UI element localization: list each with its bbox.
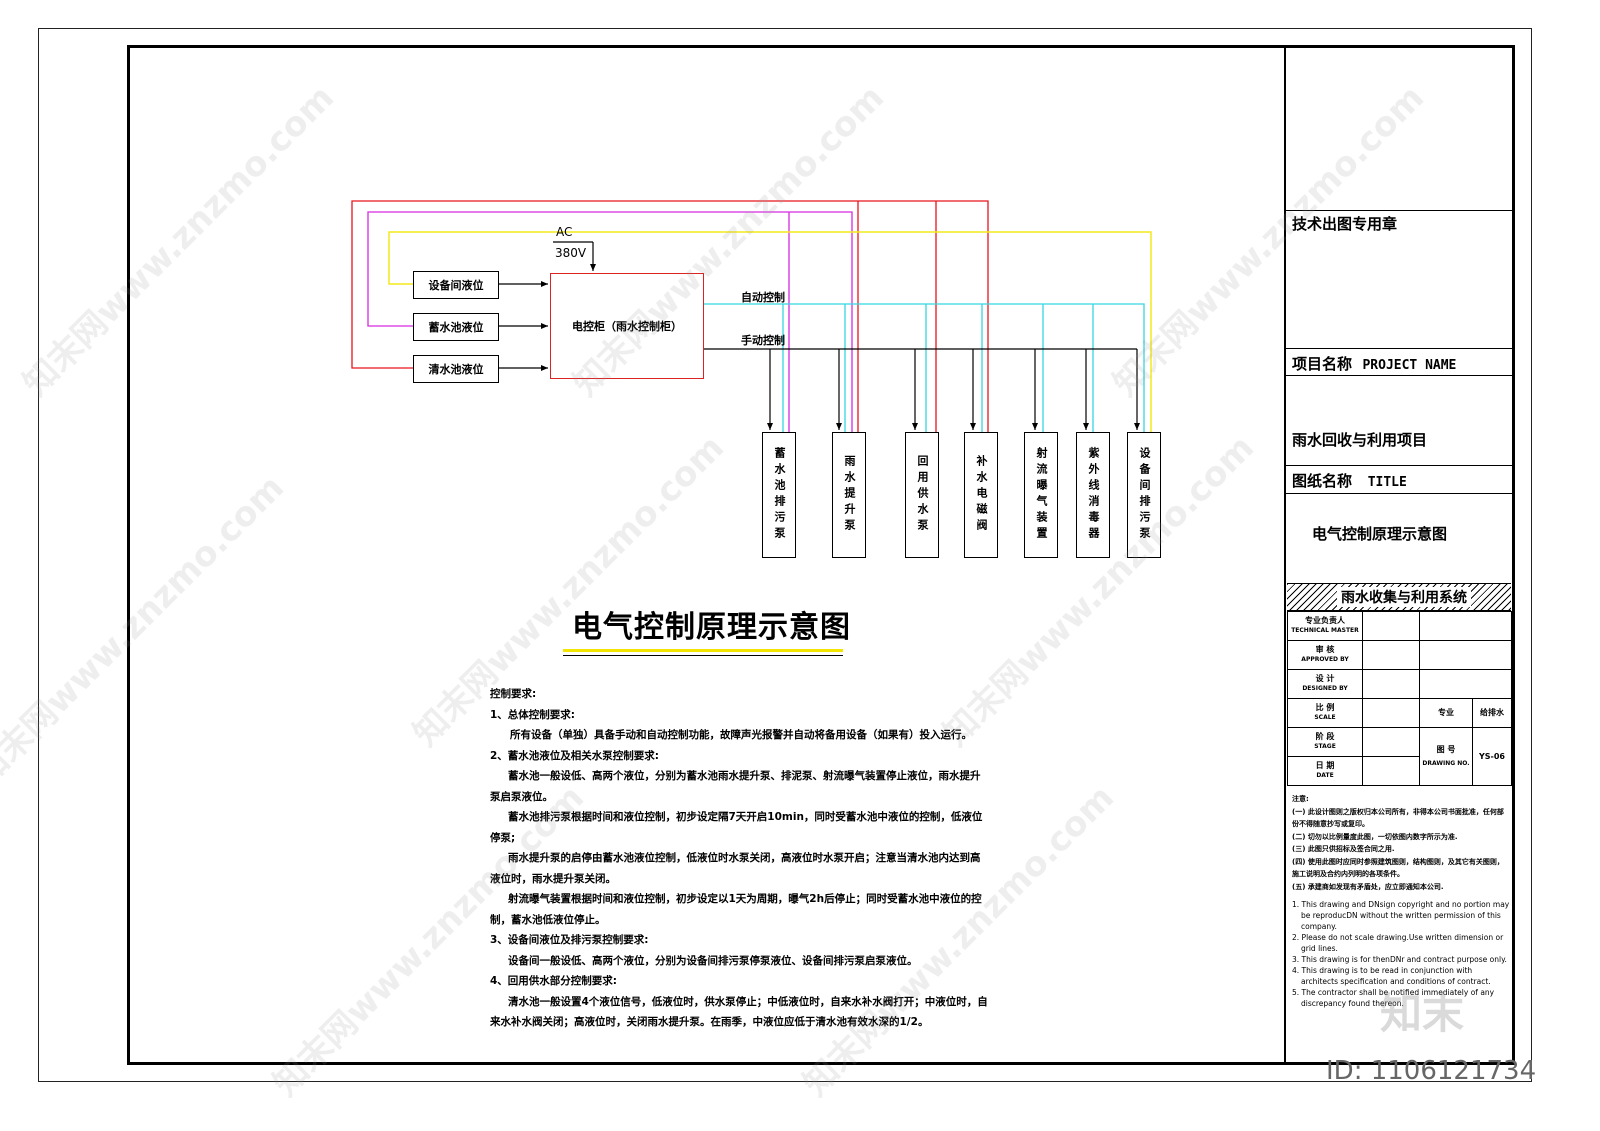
manual-control-label: 手动控制: [741, 334, 785, 347]
notes-text: 雨水提升泵的启停由蓄水池液位控制，低液位时水泵关闭，高液位时水泵开启；注意当清水…: [490, 852, 981, 885]
red-wire: [351, 200, 989, 432]
notes-section-1: 1、总体控制要求:: [490, 708, 576, 721]
control-cabinet-label: 电控柜（雨水控制柜）: [572, 320, 682, 333]
black-wire: [499, 241, 1140, 430]
drawing-frame: [127, 45, 1515, 1065]
divider: [1286, 465, 1514, 466]
sensor-label: 设备间液位: [428, 279, 484, 292]
system-name-banner: 雨水收集与利用系统: [1287, 583, 1511, 611]
sensor-clear-water-tank-level: 清水池液位: [413, 355, 499, 383]
project-label: 项目名称 PROJECT NAME: [1292, 355, 1457, 373]
voltage-label: 380V: [555, 246, 587, 260]
stamp-label: 技术出图专用章: [1292, 215, 1398, 233]
notes-section-4: 4、回用供水部分控制要求:: [490, 975, 618, 987]
notes-heading: 注意:: [1292, 795, 1309, 803]
general-notes: 注意: (一) 此设计图则之版权归本公司所有，非得本公司书面批准，任何部份不得随…: [1292, 793, 1510, 1009]
major-value: 给排水: [1472, 698, 1512, 728]
yellow-wire: [388, 231, 1152, 432]
note-en: 4. This drawing is to be read in conjunc…: [1292, 966, 1491, 986]
device-label: 紫外线消毒器: [1087, 447, 1100, 543]
id-label: ID: 1106121734: [1326, 1056, 1537, 1086]
device-box: 补水电磁阀: [964, 432, 998, 558]
logo: 知末: [1380, 989, 1465, 1038]
ac-label: AC: [556, 225, 573, 239]
device-box: 紫外线消毒器: [1076, 432, 1110, 558]
device-box: 射流曝气装置: [1024, 432, 1058, 558]
notes-title: 控制要求:: [490, 688, 537, 700]
project-name: 雨水回收与利用项目: [1292, 431, 1428, 449]
major-label: 专业: [1419, 698, 1473, 728]
device-label: 回用供水泵: [916, 455, 929, 535]
english-notes: 1. This drawing and DNsign copyright and…: [1292, 899, 1510, 1009]
divider: [1286, 493, 1514, 494]
note-en: 5. The contractor shall be notified imme…: [1292, 988, 1495, 1008]
device-label: 雨水提升泵: [843, 455, 856, 535]
system-name: 雨水收集与利用系统: [1337, 587, 1471, 607]
sensor-storage-tank-level: 蓄水池液位: [413, 313, 499, 341]
device-label: 蓄水池排污泵: [773, 447, 786, 543]
notes-text: 蓄水池排污泵根据时间和液位控制，初步设定隔7天开启10min，同时受蓄水池中液位…: [490, 811, 983, 844]
drawing-heading: 电气控制原理示意图: [572, 610, 851, 645]
cyan-wire: [704, 303, 1145, 432]
note-en: 3. This drawing is for thenDNr and contr…: [1292, 955, 1507, 964]
drawing-no: YS-06: [1472, 727, 1512, 786]
device-box: 雨水提升泵: [832, 432, 866, 558]
note-en: 2. Please do not scale drawing.Use writt…: [1292, 933, 1504, 953]
sensor-label: 蓄水池液位: [428, 321, 484, 334]
notes-section-2: 2、蓄水池液位及相关水泵控制要求:: [490, 749, 660, 762]
control-requirements: 控制要求: 1、总体控制要求: 所有设备（单独）具备手动和自动控制功能，故障声光…: [490, 684, 990, 1033]
sensor-equipment-room-level: 设备间液位: [413, 271, 499, 299]
sensor-label: 清水池液位: [428, 363, 484, 376]
title-block: 技术出图专用章 项目名称 PROJECT NAME 雨水回收与利用项目 图纸名称…: [1284, 45, 1514, 1065]
divider: [1286, 375, 1514, 376]
notes-text: 蓄水池一般设低、高两个液位，分别为蓄水池雨水提升泵、排泥泵、射流曝气装置停止液位…: [490, 770, 981, 803]
note-cn: (一) 此设计图则之版权归本公司所有，非得本公司书面批准，任何部份不得随意抄写或…: [1292, 807, 1504, 829]
note-cn: (三) 此图只供招标及签合同之用.: [1292, 845, 1395, 853]
notes-text: 所有设备（单独）具备手动和自动控制功能，故障声光报警并自动将备用设备（如果有）投…: [510, 729, 972, 741]
notes-text: 设备间一般设低、高两个液位，分别为设备间排污泵停泵液位、设备间排污泵启泵液位。: [508, 954, 918, 967]
notes-text: 射流曝气装置根据时间和液位控制，初步设定以1天为周期，曝气2h后停止；同时受蓄水…: [490, 893, 982, 926]
heading-underline-yellow: [563, 649, 843, 652]
auto-control-label: 自动控制: [741, 291, 785, 304]
note-cn: (二) 切勿以比例量度此图，一切依图内数字所示为准.: [1292, 832, 1458, 841]
device-label: 设备间排污泵: [1138, 447, 1151, 543]
magenta-wire: [367, 211, 853, 432]
drawing-name: 电气控制原理示意图: [1312, 525, 1448, 543]
outer-frame: [38, 28, 1532, 1082]
note-cn: (五) 承建商如发现有矛盾处，应立即通知本公司.: [1292, 882, 1444, 891]
note-en: 1. This drawing and DNsign copyright and…: [1292, 900, 1510, 931]
divider: [1286, 348, 1514, 349]
heading-underline-black: [563, 655, 843, 656]
notes-section-3: 3、设备间液位及排污泵控制要求:: [490, 934, 649, 946]
note-cn: (四) 使用此图时应同时参照建筑图则，结构图则，及其它有关图则，施工说明及合约内…: [1292, 857, 1504, 879]
device-label: 射流曝气装置: [1035, 447, 1048, 543]
control-cabinet: 电控柜（雨水控制柜）: [550, 273, 704, 379]
drawing-no-label: 图 号: [1436, 744, 1456, 754]
device-label: 补水电磁阀: [975, 455, 988, 535]
notes-text: 清水池一般设置4个液位信号，低液位时，供水泵停止；中低液位时，自来水补水阀打开；…: [490, 995, 988, 1029]
drawing-label: 图纸名称 TITLE: [1292, 472, 1407, 490]
divider: [1286, 210, 1514, 211]
device-box: 回用供水泵: [905, 432, 939, 558]
device-box: 蓄水池排污泵: [762, 432, 796, 558]
device-box: 设备间排污泵: [1127, 432, 1161, 558]
